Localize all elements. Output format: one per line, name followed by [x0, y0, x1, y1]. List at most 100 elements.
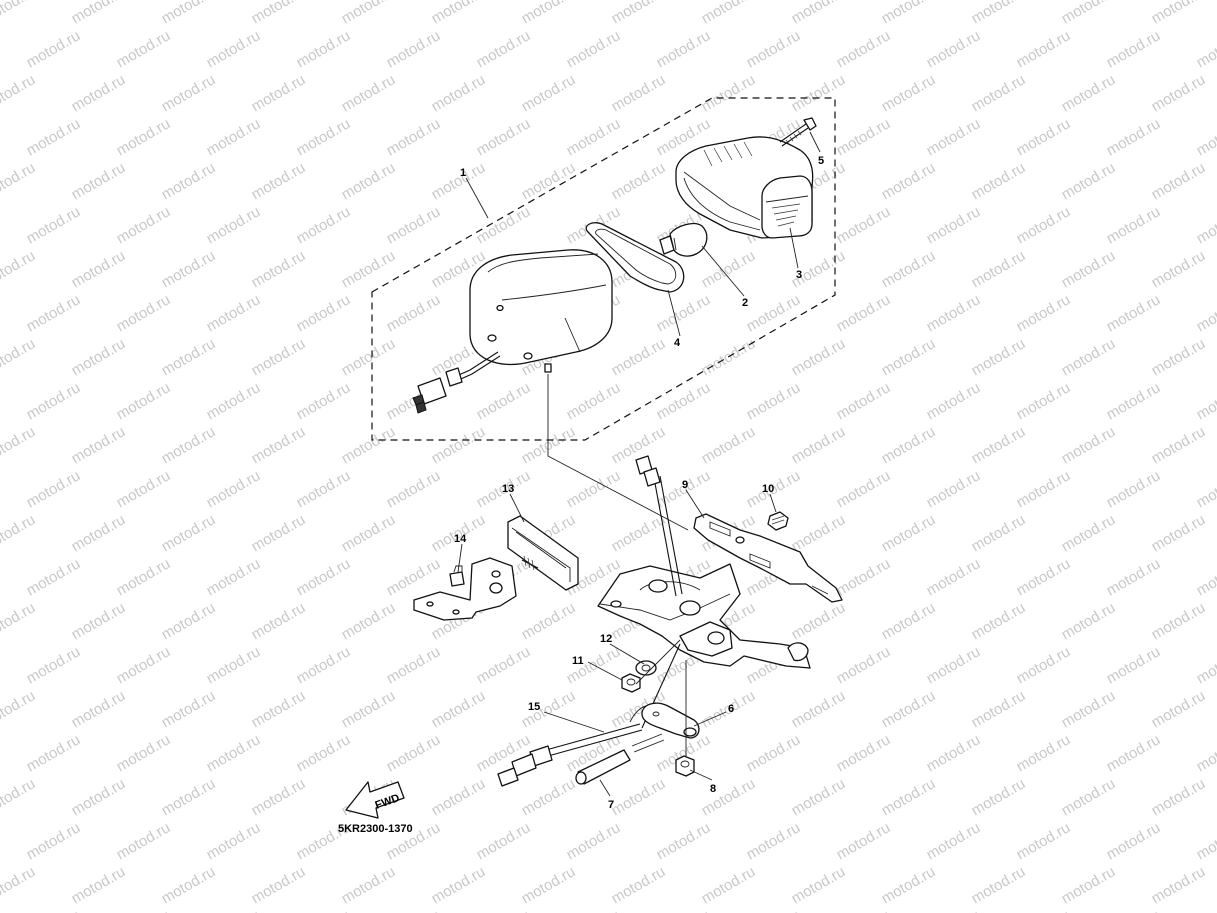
watermark-text: motod.ru: [879, 0, 939, 27]
watermark-text: motod.ru: [969, 159, 1029, 203]
watermark-text: motod.ru: [114, 467, 174, 511]
watermark-text: motod.ru: [654, 819, 714, 863]
watermark-text: motod.ru: [744, 291, 804, 335]
watermark-text: motod.ru: [1149, 247, 1209, 291]
watermark-text: motod.ru: [879, 71, 939, 115]
watermark-text: motod.ru: [69, 335, 129, 379]
watermark-text: motod.ru: [744, 379, 804, 423]
watermark-text: motod.ru: [204, 379, 264, 423]
callout-10: 10: [762, 483, 774, 495]
watermark-text: motod.ru: [159, 863, 219, 907]
watermark-text: motod.ru: [204, 819, 264, 863]
watermark-text: motod.ru: [339, 687, 399, 731]
watermark-text: motod.ru: [249, 599, 309, 643]
washer-12: [635, 660, 657, 676]
tail-lamp-housing: [469, 249, 613, 373]
watermark-text: motod.ru: [24, 643, 84, 687]
watermark-text: motod.ru: [1149, 687, 1209, 731]
watermark-text: motod.ru: [1059, 511, 1119, 555]
watermark-text: motod.ru: [339, 247, 399, 291]
watermark-text: motod.ru: [1149, 0, 1209, 27]
watermark-text: motod.ru: [384, 27, 444, 71]
watermark-text: motod.ru: [699, 71, 759, 115]
watermark-text: motod.ru: [924, 643, 984, 687]
watermark-text: motod.ru: [249, 687, 309, 731]
watermark-text: motod.ru: [879, 511, 939, 555]
watermark-text: motod.ru: [0, 335, 38, 379]
watermark-text: motod.ru: [699, 0, 759, 27]
watermark-text: motod.ru: [1059, 247, 1119, 291]
watermark-text: motod.ru: [1104, 555, 1164, 599]
watermark-text: motod.ru: [924, 467, 984, 511]
watermark-text: motod.ru: [69, 71, 129, 115]
watermark-text: motod.ru: [159, 775, 219, 819]
watermark-text: motod.ru: [969, 511, 1029, 555]
watermark-text: motod.ru: [969, 687, 1029, 731]
watermark-text: motod.ru: [384, 115, 444, 159]
watermark-text: motod.ru: [339, 863, 399, 907]
watermark-text: motod.ru: [834, 27, 894, 71]
watermark-text: motod.ru: [1149, 775, 1209, 819]
watermark-text: motod.ru: [69, 687, 129, 731]
watermark-text: motod.ru: [1194, 291, 1217, 335]
watermark-text: motod.ru: [294, 907, 354, 913]
watermark-text: motod.ru: [1149, 335, 1209, 379]
tail-lamp-lead-wire: [412, 351, 501, 414]
fender-bracket: [597, 563, 811, 669]
watermark-text: motod.ru: [879, 423, 939, 467]
watermark-text: motod.ru: [159, 687, 219, 731]
watermark-text: motod.ru: [1104, 731, 1164, 775]
watermark-text: motod.ru: [1194, 203, 1217, 247]
assembly-boundary: [371, 97, 836, 441]
watermark-text: motod.ru: [339, 71, 399, 115]
callout-15: 15: [528, 701, 540, 713]
watermark-text: motod.ru: [159, 0, 219, 27]
watermark-text: motod.ru: [69, 0, 129, 27]
watermark-text: motod.ru: [1104, 379, 1164, 423]
watermark-text: motod.ru: [744, 819, 804, 863]
watermark-text: motod.ru: [0, 687, 38, 731]
watermark-text: motod.ru: [339, 511, 399, 555]
watermark-text: motod.ru: [654, 291, 714, 335]
watermark-text: motod.ru: [0, 599, 38, 643]
callout-9: 9: [682, 479, 688, 491]
watermark-text: motod.ru: [429, 71, 489, 115]
watermark-text: motod.ru: [699, 247, 759, 291]
watermark-text: motod.ru: [1104, 115, 1164, 159]
watermark-text: motod.ru: [1059, 599, 1119, 643]
bulb: [659, 222, 708, 257]
watermark-text: motod.ru: [1149, 159, 1209, 203]
watermark-text: motod.ru: [114, 731, 174, 775]
watermark-text: motod.ru: [1059, 71, 1119, 115]
watermark-text: motod.ru: [924, 379, 984, 423]
watermark-text: motod.ru: [1194, 467, 1217, 511]
watermark-text: motod.ru: [24, 907, 84, 913]
watermark-text: motod.ru: [1014, 27, 1074, 71]
watermark-text: motod.ru: [969, 335, 1029, 379]
watermark-text: motod.ru: [0, 423, 38, 467]
watermark-text: motod.ru: [69, 599, 129, 643]
watermark-text: motod.ru: [789, 687, 849, 731]
watermark-text: motod.ru: [0, 775, 38, 819]
watermark-text: motod.ru: [744, 27, 804, 71]
watermark-text: motod.ru: [879, 687, 939, 731]
watermark-text: motod.ru: [879, 599, 939, 643]
watermark-text: motod.ru: [294, 379, 354, 423]
watermark-text: motod.ru: [114, 115, 174, 159]
watermark-text: motod.ru: [249, 0, 309, 27]
watermark-text: motod.ru: [1104, 907, 1164, 913]
watermark-text: motod.ru: [609, 863, 669, 907]
callout-6: 6: [728, 703, 734, 715]
watermark-text: motod.ru: [249, 775, 309, 819]
watermark-text: motod.ru: [294, 115, 354, 159]
watermark-text: motod.ru: [0, 0, 38, 27]
watermark-text: motod.ru: [519, 159, 579, 203]
watermark-text: motod.ru: [294, 27, 354, 71]
watermark-text: motod.ru: [924, 555, 984, 599]
watermark-text: motod.ru: [699, 863, 759, 907]
watermark-text: motod.ru: [114, 291, 174, 335]
watermark-text: motod.ru: [789, 0, 849, 27]
watermark-text: motod.ru: [114, 555, 174, 599]
watermark-text: motod.ru: [474, 907, 534, 913]
